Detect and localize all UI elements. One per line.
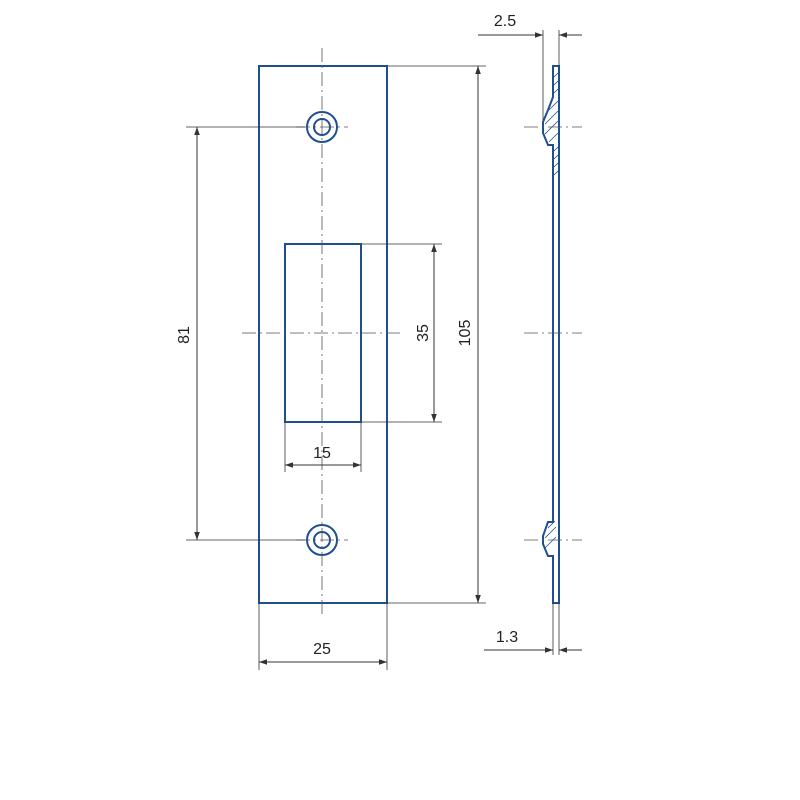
dimension-overall-length: 105	[387, 65, 486, 604]
side-hatching-top	[544, 71, 560, 177]
dimension-lip-offset: 2.5	[478, 13, 582, 120]
side-profile	[542, 65, 560, 604]
dimension-label-35: 35	[415, 324, 432, 342]
dimension-plate-thickness: 1.3	[484, 603, 582, 655]
dimension-label-105: 105	[457, 320, 474, 347]
dimension-opening-height: 35	[361, 243, 442, 423]
dimension-label-15: 15	[313, 445, 331, 462]
strike-plate-outline	[258, 65, 388, 604]
dimension-label-1-3: 1.3	[496, 629, 518, 646]
dimension-label-81: 81	[176, 326, 193, 344]
side-view: 2.5 1.3	[478, 13, 582, 655]
side-hatching-bottom	[544, 520, 557, 549]
dimension-plate-width: 25	[258, 603, 388, 670]
dimension-label-25: 25	[313, 641, 331, 658]
dimension-label-2-5: 2.5	[494, 13, 516, 30]
dimension-hole-spacing: 81	[176, 126, 305, 541]
front-view: 81 35 105 15 25	[176, 48, 486, 670]
dimension-opening-width: 15	[284, 422, 362, 472]
